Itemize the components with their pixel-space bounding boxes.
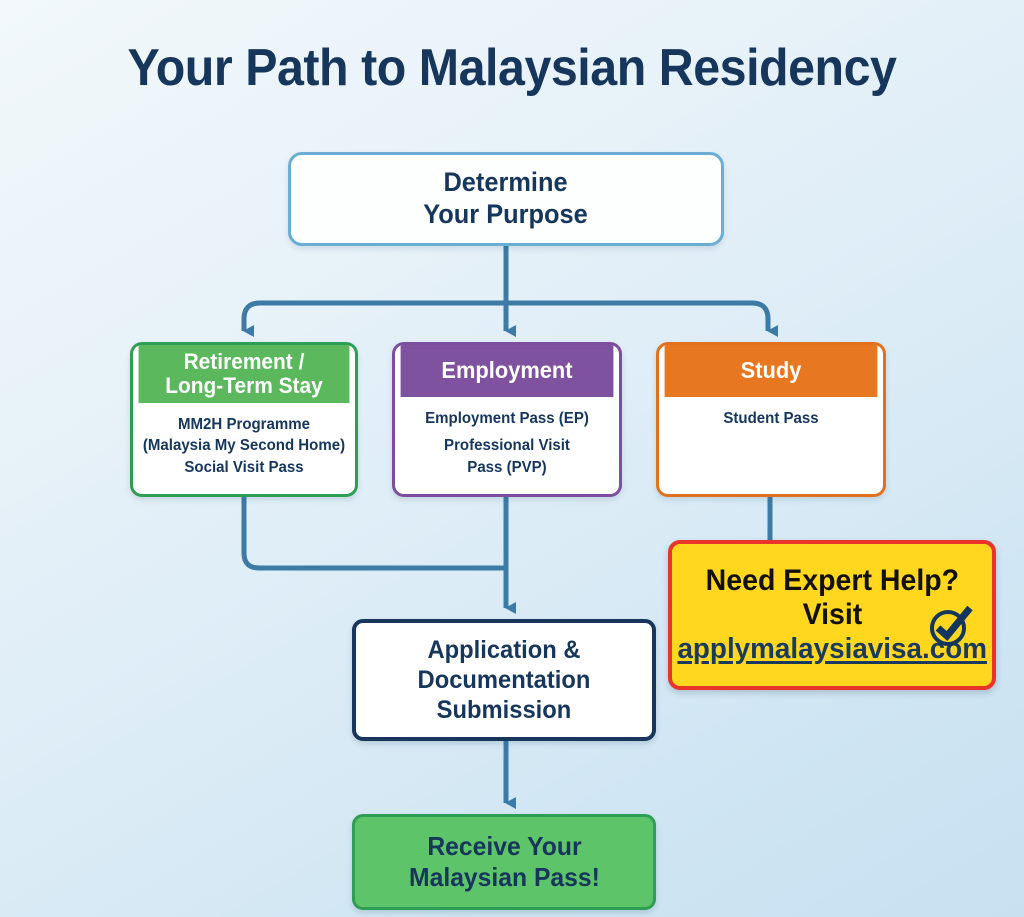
branch-heading-employment-line1: Employment — [441, 357, 573, 384]
branch-item: Pass (PVP) — [467, 458, 547, 476]
branch-card-study[interactable]: Study Student Pass — [656, 342, 886, 497]
branch-item: Employment Pass (EP) — [425, 410, 589, 427]
cta-line1: Need Expert Help? — [705, 564, 959, 598]
branch-heading-retirement: Retirement / Long-Term Stay — [138, 345, 350, 403]
node-receive-malaysian-pass[interactable]: Receive Your Malaysian Pass! — [352, 814, 656, 910]
check-circle-icon — [930, 605, 973, 646]
branch-body-retirement: MM2H Programme (Malaysia My Second Home)… — [136, 403, 352, 479]
page-title: Your Path to Malaysian Residency — [127, 39, 897, 97]
node-application-line3: Submission — [436, 696, 572, 724]
node-determine-your-purpose[interactable]: Determine Your Purpose — [288, 152, 724, 246]
branch-card-retirement[interactable]: Retirement / Long-Term Stay MM2H Program… — [130, 342, 358, 497]
cta-line2: Visit — [802, 598, 862, 631]
node-application-line2: Documentation — [417, 666, 591, 694]
node-receive-line2: Malaysian Pass! — [408, 862, 600, 892]
branch-item: Professional Visit — [444, 437, 570, 455]
branch-heading-study: Study — [664, 345, 878, 397]
node-application-line1: Application & — [427, 636, 581, 664]
branch-heading-study-line1: Study — [740, 357, 802, 384]
branch-item: Social Visit Pass — [184, 458, 304, 476]
node-determine-label: Determine Your Purpose — [424, 167, 589, 231]
branch-heading-retirement-line1: Retirement / — [183, 348, 305, 374]
branch-body-employment: Employment Pass (EP) Professional Visit … — [398, 397, 616, 479]
node-application-label: Application & Documentation Submission — [418, 635, 591, 725]
cta-box-expert-help[interactable]: Need Expert Help? Visit applymalaysiavis… — [668, 540, 996, 690]
branch-item: MM2H Programme — [177, 416, 311, 433]
node-determine-line1: Determine — [443, 167, 569, 198]
node-receive-label: Receive Your Malaysian Pass! — [409, 831, 600, 893]
branch-heading-employment: Employment — [400, 345, 614, 397]
branch-item: Student Pass — [723, 410, 819, 427]
branch-item: (Malaysia My Second Home) — [142, 437, 346, 455]
node-application-documentation[interactable]: Application & Documentation Submission — [352, 619, 656, 741]
branch-body-study: Student Pass — [662, 397, 880, 430]
branch-card-employment[interactable]: Employment Employment Pass (EP) Professi… — [392, 342, 622, 497]
node-receive-line1: Receive Your — [426, 830, 582, 861]
branch-heading-retirement-line2: Long-Term Stay — [165, 373, 323, 398]
node-determine-line2: Your Purpose — [423, 199, 589, 229]
